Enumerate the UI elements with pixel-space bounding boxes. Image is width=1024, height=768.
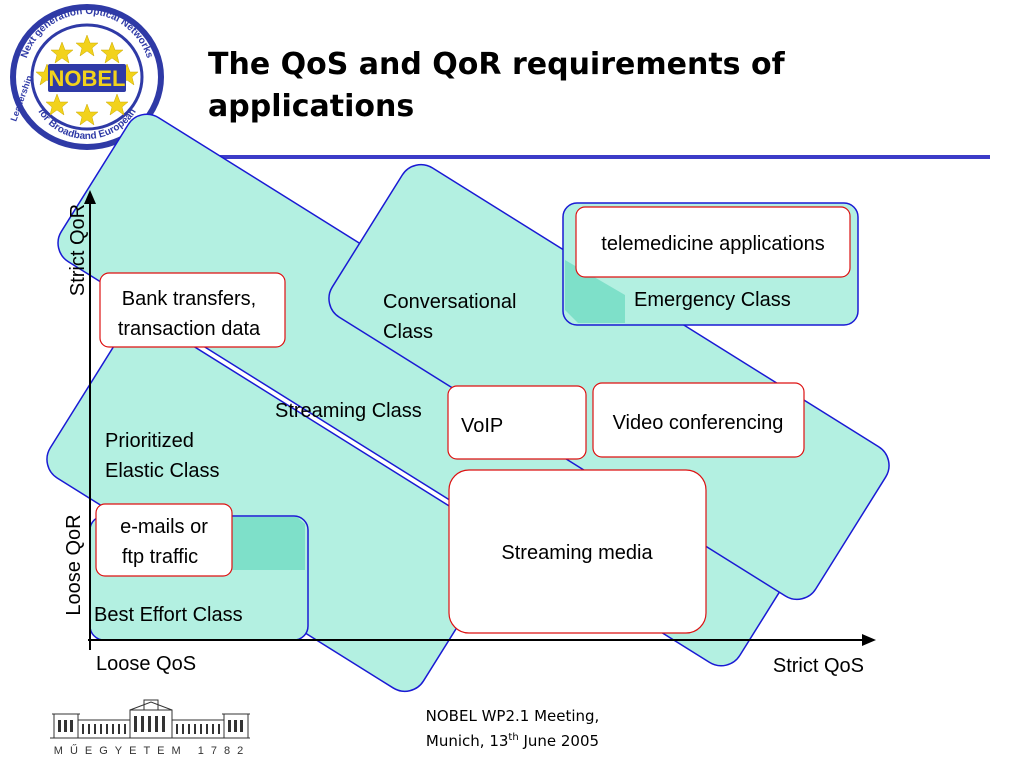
page-title: The QoS and QoR requirements of applicat… (208, 44, 988, 128)
email-ftp-label-line2: ftp traffic (122, 546, 198, 568)
university-logo: MŰEGYETEM 1782 (50, 699, 250, 757)
star-icon (50, 41, 74, 64)
footer-meeting-info: NOBEL WP2.1 Meeting, Munich, 13th June 2… (400, 706, 625, 752)
page-title-line-2: applications (208, 89, 415, 124)
star-icon (45, 93, 69, 116)
streaming-class-label: Streaming Class (275, 400, 422, 422)
footer-date-suffix: June 2005 (518, 732, 600, 750)
logo-center-text: NOBEL (49, 66, 126, 91)
footer-date-prefix: Munich, 13 (425, 732, 509, 750)
footer-line-2: Munich, 13th June 2005 (400, 727, 625, 752)
bank-transfers-label-line1: Bank transfers, (122, 288, 257, 310)
y-axis-label-loose: Loose QoR (63, 514, 85, 615)
title-divider (195, 155, 990, 159)
voip-box (447, 385, 587, 460)
bank-transfers-box (99, 272, 286, 348)
star-icon (100, 41, 124, 64)
university-logo-text: MŰEGYETEM 1782 (54, 743, 250, 757)
y-axis-label-strict: Strict QoR (67, 204, 89, 296)
x-axis-arrow-icon (862, 634, 876, 646)
video-conferencing-label: Video conferencing (613, 412, 784, 434)
emergency-class-label: Emergency Class (634, 289, 791, 311)
page-title-line-1: The QoS and QoR requirements of (208, 47, 785, 82)
bank-transfers-label-line2: transaction data (118, 318, 261, 340)
star-icon (105, 93, 129, 116)
voip-label: VoIP (461, 415, 503, 437)
telemedicine-label: telemedicine applications (601, 233, 824, 255)
streaming-media-box (448, 469, 707, 634)
streaming-media-label: Streaming media (501, 542, 653, 564)
logo-banner (48, 64, 126, 92)
star-icon (75, 103, 99, 126)
conversational-class-label-line2: Class (383, 321, 433, 343)
best-effort-overlap (230, 517, 305, 570)
star-icon (75, 34, 99, 57)
y-axis-arrow-icon (84, 190, 96, 204)
x-axis-label-strict: Strict QoS (773, 655, 864, 677)
email-ftp-box (95, 503, 233, 577)
best-effort-class-label: Best Effort Class (94, 604, 243, 626)
footer-date-sup: th (508, 732, 519, 743)
prioritized-class-label-line1: Prioritized (105, 430, 194, 452)
nobel-logo: Next generation Optical Networks for Bro… (8, 4, 164, 150)
telemedicine-box (575, 206, 851, 278)
conversational-class-label-line1: Conversational (383, 291, 516, 313)
x-axis-label-loose: Loose QoS (96, 653, 196, 675)
email-ftp-label-line1: e-mails or (120, 516, 208, 538)
footer-line-1: NOBEL WP2.1 Meeting, (425, 707, 600, 725)
prioritized-class-label-line2: Elastic Class (105, 460, 219, 482)
video-conferencing-box (592, 382, 805, 458)
